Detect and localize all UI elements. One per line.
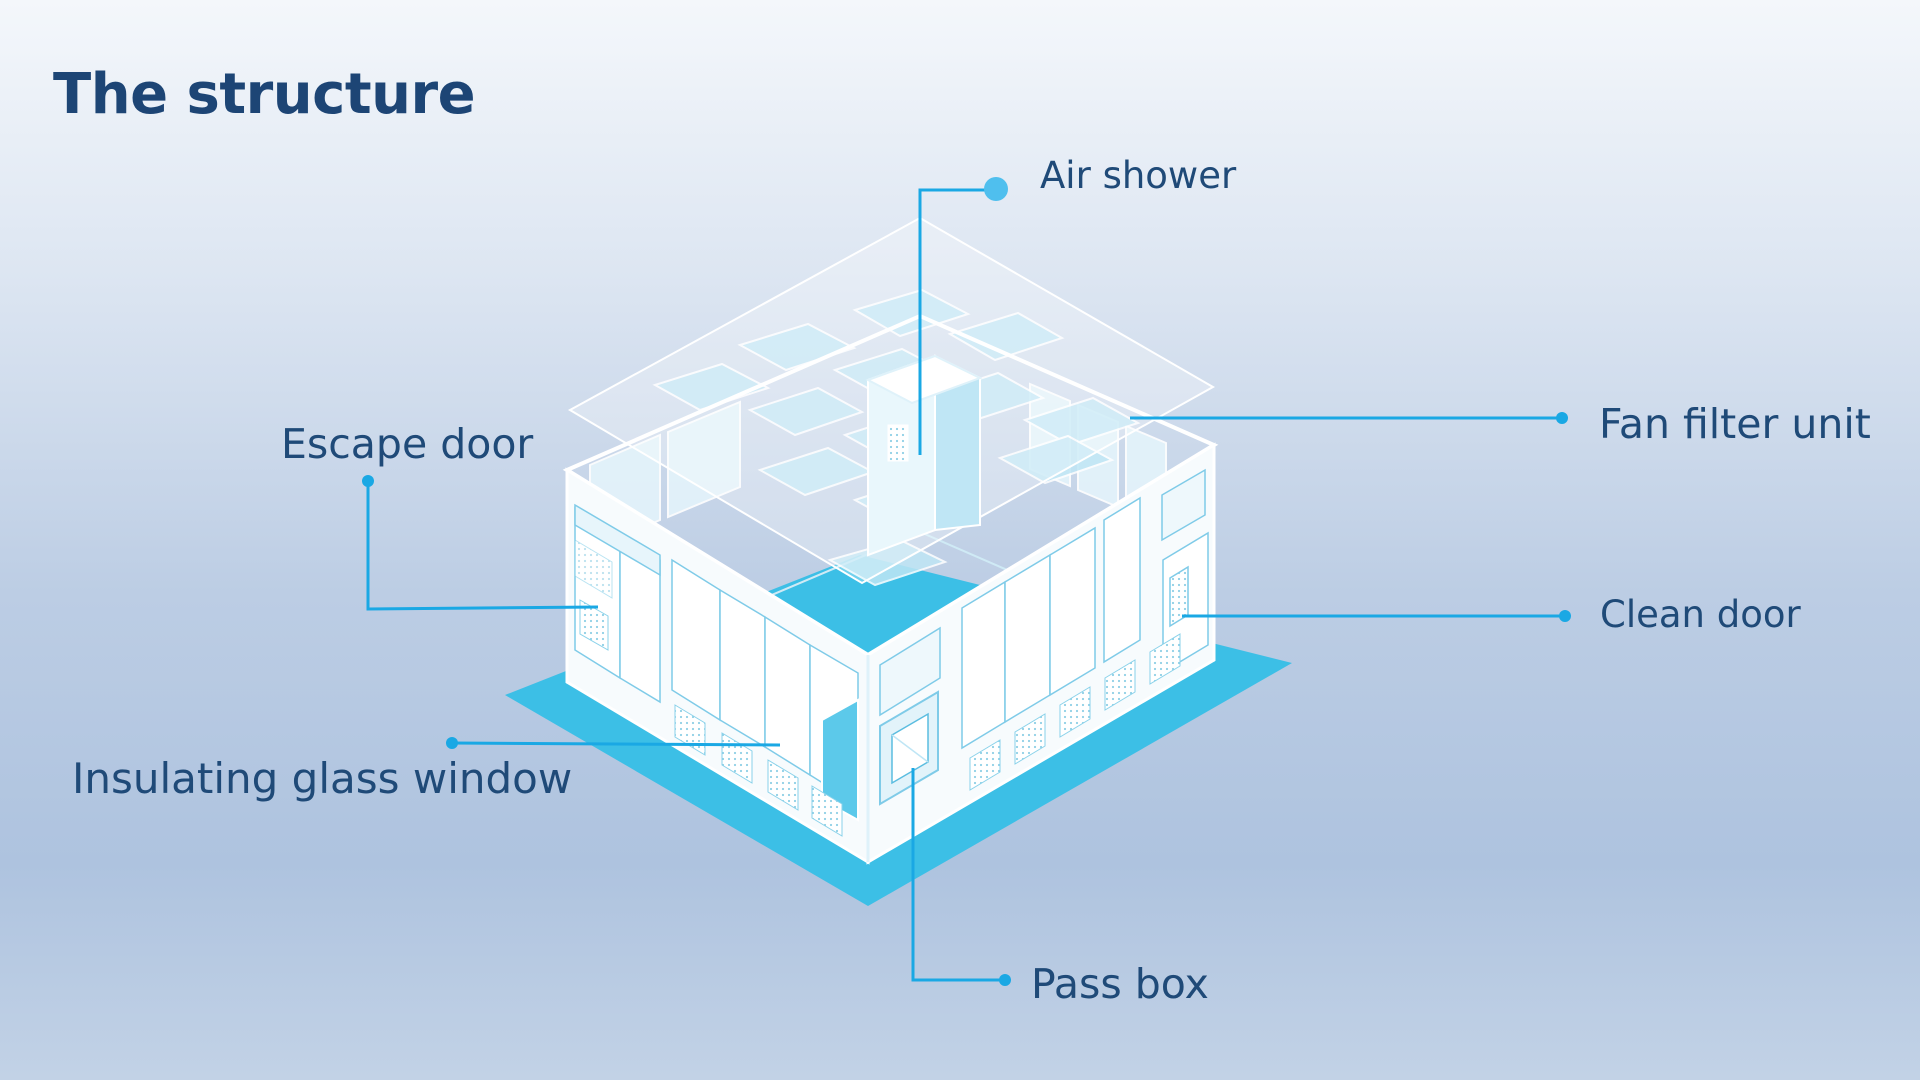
pass-box-unit — [879, 690, 939, 806]
label-air-shower: Air shower — [1040, 154, 1237, 197]
air-shower-dot — [984, 177, 1008, 201]
clean-door-dot — [1559, 610, 1571, 622]
label-fan-filter-unit: Fan filter unit — [1599, 400, 1871, 448]
label-clean-door: Clean door — [1600, 593, 1801, 636]
right-wall-upper-panels — [879, 468, 1206, 717]
leader-dots — [362, 177, 1571, 986]
air-shower-leader — [918, 188, 995, 455]
left-wall-glass-windows — [671, 558, 859, 807]
insulating-glass-window-dot — [446, 737, 458, 749]
fan-filter-unit-dot — [1556, 412, 1568, 424]
insulating-glass-window-leader — [451, 741, 781, 747]
leader-lines — [366, 188, 1565, 982]
escape-door-dot — [362, 475, 374, 487]
air-shower-unit — [865, 354, 983, 557]
label-escape-door: Escape door — [281, 420, 534, 468]
label-pass-box: Pass box — [1031, 960, 1209, 1008]
pass-box-leader — [911, 768, 1005, 982]
pass-box-dot — [999, 974, 1011, 986]
escape-door-leader — [366, 481, 599, 611]
right-wall-mesh-vents — [969, 633, 1181, 791]
right-wall-glass-windows — [961, 496, 1141, 750]
page-title: The structure — [53, 62, 476, 127]
label-insulating-glass-window: Insulating glass window — [72, 754, 573, 803]
pass-through-panel — [821, 698, 859, 822]
